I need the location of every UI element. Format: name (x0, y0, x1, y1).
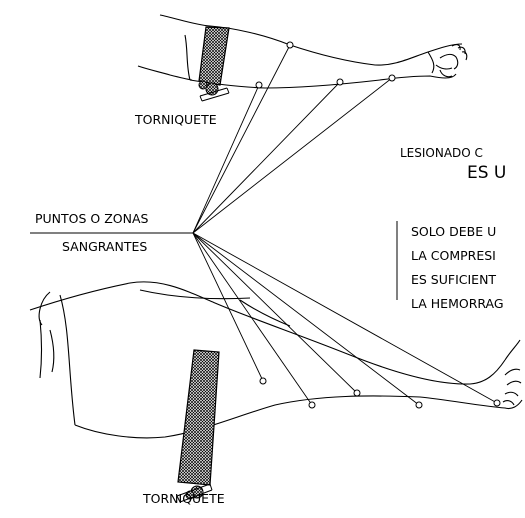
tourniquet-label-top: TORNIQUETE (134, 112, 217, 127)
bleeding-point-leg-5 (494, 400, 500, 406)
bleeding-point-arm-4 (389, 75, 395, 81)
bleeding-point-arm-1 (287, 42, 293, 48)
note-line-3: ES SUFICIENT (411, 272, 496, 287)
bleeding-point-leg-2 (309, 402, 315, 408)
bleeding-point-leg-4 (416, 402, 422, 408)
note-line-4: LA HEMORRAG (411, 296, 504, 311)
note-line-2: LA COMPRESI (411, 248, 496, 263)
arm-drawing (138, 15, 467, 88)
bleeding-point-leg-1 (260, 378, 266, 384)
injured-title-line2: ES U (467, 163, 506, 183)
bleeding-point-arm-3 (337, 79, 343, 85)
bleeding-point-arm-2 (256, 82, 262, 88)
injured-title-line1: LESIONADO C (400, 146, 483, 160)
tourniquet-label-bottom: TORNIQUETE (142, 491, 225, 506)
bleeding-point-leg-3 (354, 390, 360, 396)
points-label-line2: SANGRANTES (62, 239, 147, 254)
arm-tourniquet (199, 27, 229, 101)
note-line-1: SOLO DEBE U (411, 224, 496, 239)
points-label-line1: PUNTOS O ZONAS (35, 211, 149, 226)
leg-tourniquet (177, 350, 219, 502)
